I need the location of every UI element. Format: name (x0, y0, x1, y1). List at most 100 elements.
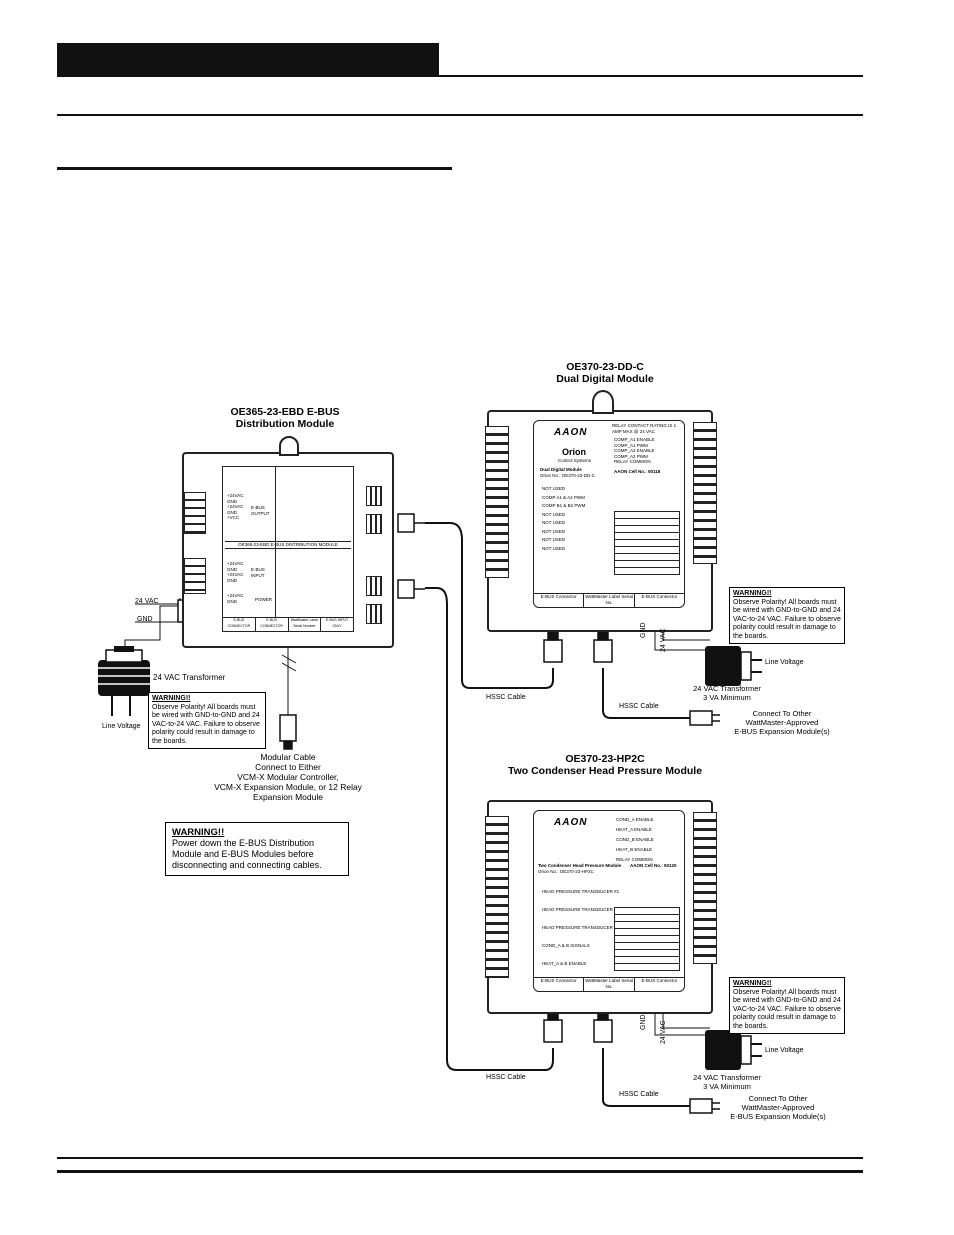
ebd-out-label: E-BUS OUTPUT (251, 505, 270, 516)
ebd-right-connector (366, 576, 382, 596)
hp-title-line2: Two Condenser Head Pressure Module (507, 765, 703, 777)
ebd-pin: +24VAC (227, 561, 244, 566)
ebd-board: OE365-23-EBD E-BUS DISTRIBUTION MODULE +… (182, 436, 394, 648)
hp-gnd-label: GND (640, 1014, 647, 1030)
ebd-mount-tab (279, 436, 299, 456)
hp-hssc-plugs (543, 1007, 613, 1043)
connect-other-line: E-BUS Expansion Module(s) (734, 727, 830, 736)
modular-cable-label: Modular Cable Connect to Either VCM-X Mo… (198, 752, 378, 802)
ebd-divider (275, 467, 276, 617)
footer-rule-top (57, 1157, 863, 1159)
hp-io-row: COND_A & B SIGNALS (542, 943, 590, 948)
ebd-bottom-cell: E-BUS CONNECTOR (223, 618, 256, 632)
ebd-pin: +24VAC (227, 504, 244, 509)
warning-text: Observe Polarity! All boards must be wir… (152, 703, 260, 745)
modular-cable-line: Connect to Either (255, 762, 321, 772)
dd-io-row: NOT USED (542, 537, 566, 542)
ebd-pin: +VCC (227, 515, 240, 520)
dd-line-voltage: Line Voltage (765, 659, 804, 666)
hp-io-row: HEAD PRESSURE TRANSDUCER #1 (542, 889, 620, 894)
hp-io-row: HEAD PRESSURE TRANSDUCER #2 (542, 907, 620, 912)
dd-brand-logo: AAON (554, 427, 588, 438)
hp-relay: COND_A ENABLE (616, 817, 654, 822)
hp-right-terminals (693, 812, 717, 964)
ebd-power-label: POWER (255, 597, 273, 602)
ebd-pins-top: +24VAC GND +24VAC GND +VCC (227, 493, 244, 521)
warning-text: Observe Polarity! All boards must be wir… (733, 598, 841, 640)
hp-io-rows: HEAD PRESSURE TRANSDUCER #1 HEAD PRESSUR… (542, 883, 619, 973)
hp-title: OE370-23-HP2C Two Condenser Head Pressur… (505, 753, 705, 777)
hp-relay: HEAT_B ENABLE (616, 847, 653, 852)
hp-bottom-cell: E-BUS Connector (534, 978, 585, 992)
dd-relay: COMP_A1 ENABLE (614, 437, 655, 442)
dd-io-row: NOT USED (542, 520, 566, 525)
dd-bottom-row: E-BUS Connector WattMaster Label Serial … (534, 593, 684, 608)
dd-module-name: Dual Digital Module (540, 467, 582, 472)
dd-orion-no: Orion No.: OE370-23-DD-C (540, 473, 596, 478)
hp-bottom-row: E-BUS Connector WattMaster Label Serial … (534, 977, 684, 992)
hp-24vac-label: 24 VAC (660, 1020, 667, 1044)
ebd-warning-polarity: WARNING!! Observe Polarity! All boards m… (148, 692, 266, 749)
warning-title: WARNING!! (172, 827, 225, 838)
dd-24vac-label: 24 VAC (660, 628, 667, 652)
dd-gnd-label: GND (640, 622, 647, 638)
connect-other-line: WattMaster-Approved (741, 1103, 815, 1112)
dd-hssc-plugs (543, 627, 613, 663)
ebd-pins-bot: +24VAC GND (227, 593, 244, 604)
dd-hssc-cable-1: HSSC Cable (486, 694, 526, 701)
dd-left-terminals (485, 426, 509, 578)
ebd-in-label: E-BUS INPUT (251, 567, 265, 578)
dd-right-terminals (693, 422, 717, 564)
dd-connect-other: Connect To Other WattMaster-Approved E-B… (722, 709, 842, 736)
footer-rule-bottom (57, 1170, 863, 1173)
dd-io-rows: NOT USED COMP A1 & A2 PWM COMP B1 & B2 P… (542, 485, 585, 553)
ebd-title: OE365-23-EBD E-BUS Distribution Module (215, 406, 355, 430)
ebd-transformer-label: 24 VAC Transformer (153, 673, 226, 682)
subsection-rule (57, 167, 452, 170)
ebd-right-connector (366, 604, 382, 624)
dd-relay: COMP_A1 PWM (614, 442, 648, 448)
ebus-power-warning: WARNING!! Power down the E-BUS Distribut… (165, 822, 349, 876)
dd-io-row: COMP B1 & B2 PWM (542, 503, 586, 508)
header-rule (439, 75, 863, 77)
dd-relay: COMP_A2 PWM (614, 453, 648, 459)
ebd-left-terminals-2 (184, 558, 206, 594)
hp-label-panel: AAON COND_A ENABLE HEAT_A ENABLE COND_B … (533, 810, 685, 992)
hp-io-row: HEAT_A & B ENABLE (542, 961, 587, 966)
dd-relays: COMP_A1 ENABLE COMP_A1 PWM COMP_A2 ENABL… (614, 437, 655, 465)
modular-cable-line: Modular Cable (260, 752, 316, 762)
warning-text: Power down the E-BUS Distribution Module… (172, 838, 322, 870)
ebd-right-connector (366, 486, 382, 506)
hp-relay: COND_B ENABLE (616, 837, 654, 842)
ebd-pin: GND (227, 598, 237, 604)
hp-relay: HEAT_A ENABLE (616, 827, 652, 832)
hp-transformer-label: 24 VAC Transformer 3 VA Minimum (682, 1073, 772, 1091)
hp-connect-other-plug (689, 1098, 720, 1114)
hp-bottom-cell: WattMaster Label Serial No. (584, 978, 635, 992)
dd-relay: COMP_A2 ENABLE (614, 448, 655, 453)
hp-module-name: Two Condenser Head Pressure Module (538, 863, 622, 868)
dd-warning-polarity: WARNING!! Observe Polarity! All boards m… (729, 587, 845, 644)
ebd-pin: GND (227, 577, 237, 583)
ebd-bottom-cell: E-BUS CONNECTOR (256, 618, 289, 632)
modular-cable-line: VCM-X Modular Controller, (237, 772, 339, 782)
dd-transformer-line: 24 VAC Transformer (693, 684, 761, 693)
ebd-pin: GND (227, 498, 237, 504)
dd-connect-other-plug (689, 710, 720, 726)
hp-board: AAON COND_A ENABLE HEAT_A ENABLE COND_B … (485, 800, 717, 1014)
dd-relay-title: RELAY CONTACT RATING IS 1 AMP MAX @ 24 V… (612, 423, 677, 434)
dd-transformer-label: 24 VAC Transformer 3 VA Minimum (682, 684, 772, 702)
dd-bottom-cell: E-BUS Connector (641, 594, 678, 599)
hp-io-row: HEAD PRESSURE TRANSDUCER #3 (542, 925, 620, 930)
dd-led-table (614, 511, 680, 575)
ebd-bottom-row: E-BUS CONNECTOR E-BUS CONNECTOR WattMast… (223, 617, 353, 632)
hp-title-line1: OE370-23-HP2C (565, 753, 645, 765)
warning-title: WARNING!! (733, 980, 772, 987)
ebd-gnd-label: GND (137, 616, 153, 623)
dd-board: AAON Orion Control Systems RELAY CONTACT… (485, 390, 717, 632)
dd-mount-tab (592, 390, 614, 414)
hp-warning-polarity: WARNING!! Observe Polarity! All boards m… (729, 977, 845, 1034)
dd-orion-sub: Control Systems (558, 458, 592, 463)
ebd-24vac-label: 24 VAC (135, 598, 159, 605)
